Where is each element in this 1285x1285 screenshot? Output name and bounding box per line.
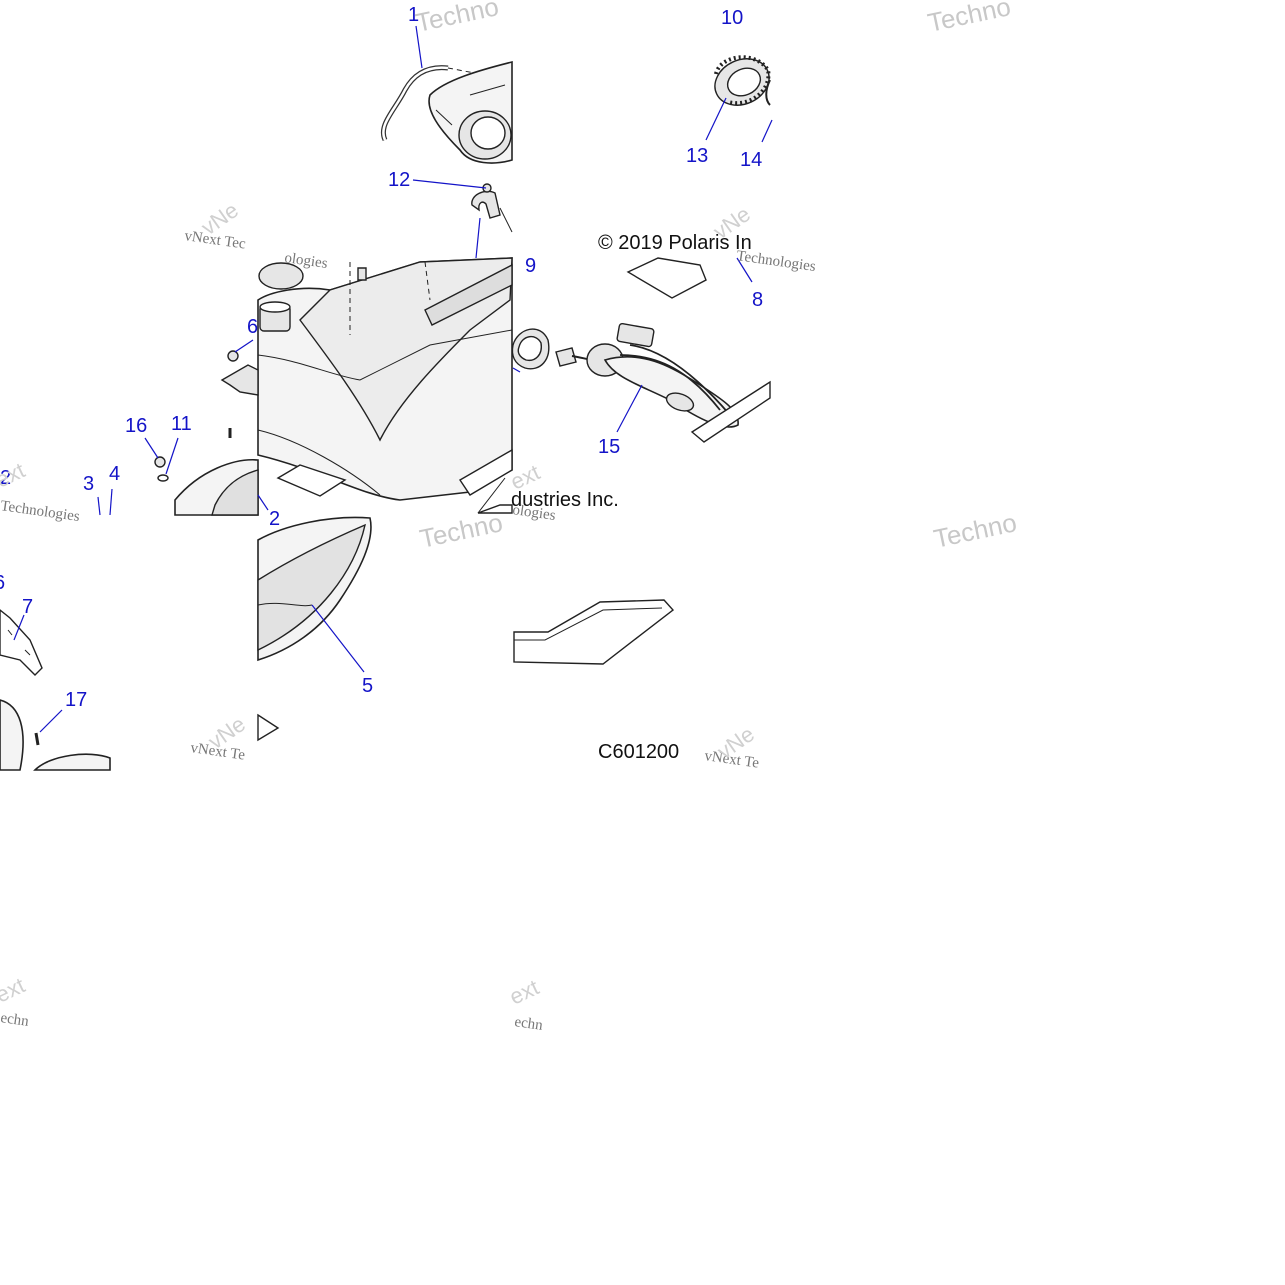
shield-left [0, 699, 24, 771]
watermark-echn-1: echn [0, 1010, 30, 1030]
watermark-vnext-2: vNext Te [189, 740, 246, 764]
copyright-text-bottom: dustries Inc. [511, 489, 619, 511]
callout-3: 3 [83, 473, 94, 495]
bolt-6 [227, 350, 239, 362]
leader-lines [13, 25, 773, 733]
washer-11 [157, 474, 169, 482]
mask-lower [0, 771, 1285, 1285]
lower-plate-center [257, 713, 280, 742]
watermark-ologies-1: ologies [283, 250, 328, 272]
gasket-9-inner [517, 336, 542, 362]
callout-6b: 6 [0, 572, 5, 594]
clamp-part [471, 190, 501, 219]
bracket-7-holes [7, 629, 31, 656]
clamp-pin [499, 207, 513, 233]
mask-left-band [0, 210, 180, 450]
diagram-code: C601200 [598, 741, 679, 763]
callout-14: 14 [740, 149, 762, 171]
tank-bolt [357, 267, 367, 281]
callout-2b: 2 [269, 508, 280, 530]
mask-right-center-top [513, 160, 772, 225]
long-plate-inner [514, 607, 663, 641]
callout-9: 9 [525, 255, 536, 277]
watermark-ologies-2: ologies [511, 502, 556, 524]
housing-edge [435, 84, 506, 126]
watermark-echn-2: echn [513, 1014, 544, 1034]
seal-part [765, 79, 771, 106]
mask-right-center-bot [513, 513, 772, 593]
mask-top-right [772, 0, 1285, 770]
tank-rib [257, 329, 513, 381]
seat-base-5-rib [257, 602, 313, 607]
callout-11: 11 [171, 413, 192, 435]
watermark-techno-top: Techno [413, 0, 501, 38]
fuel-pump-float [665, 392, 695, 412]
callout-1: 1 [408, 4, 419, 26]
copyright-text-top: © 2019 Polaris In [598, 232, 752, 254]
fuel-cap [258, 262, 304, 290]
side-panel-left-fill [211, 469, 259, 516]
tank-band [424, 263, 513, 326]
fuel-pump-module [616, 322, 655, 348]
filler-neck-top [259, 301, 291, 313]
fuel-pump-base-plate [690, 380, 771, 443]
mask-top-left [0, 0, 257, 210]
bracket-7 [0, 609, 43, 676]
callout-6: 6 [247, 316, 258, 338]
callout-8: 8 [752, 289, 763, 311]
callout-13: 13 [686, 145, 708, 167]
lock-ring-inner [726, 67, 762, 97]
watermark-technologies-2: Technologies [0, 498, 81, 525]
filler-ring-inner [470, 116, 506, 150]
fuel-pump-body [603, 356, 739, 428]
callout-10: 10 [721, 7, 743, 29]
tank-pad-2 [459, 448, 513, 496]
callout-17: 17 [65, 689, 87, 711]
fuel-pump-connector [555, 347, 577, 367]
pin-17 [34, 732, 40, 746]
leader-diag [477, 477, 506, 514]
shield-left-2 [33, 753, 111, 771]
callout-4: 4 [109, 463, 120, 485]
callout-labels: 1 10 13 14 12 9 8 6 16 11 3 4 2 15 7 17 … [0, 4, 763, 711]
watermark-vnext-3: vNext Te [703, 748, 760, 772]
tank-dash [349, 261, 431, 335]
tank-rib-2 [257, 429, 381, 496]
callout-5: 5 [362, 675, 373, 697]
watermark-ext-1: ext [0, 457, 29, 492]
long-plate [513, 599, 675, 665]
bolt-16 [154, 456, 166, 468]
callout-12: 12 [388, 169, 410, 191]
plate-left-edge [477, 504, 513, 514]
callout-7: 7 [22, 596, 33, 618]
fuel-pump-tubes [619, 344, 731, 416]
hose-part-inner [382, 66, 449, 141]
seat-base-5-fill [257, 523, 366, 652]
label-plate-8 [626, 257, 707, 299]
watermark-techno-mid: Techno [417, 507, 505, 554]
callout-2: 2 [0, 467, 11, 489]
left-bracket [220, 364, 259, 396]
callout-16: 16 [125, 415, 147, 437]
callout-15: 15 [598, 436, 620, 458]
tank-pad [276, 464, 347, 497]
